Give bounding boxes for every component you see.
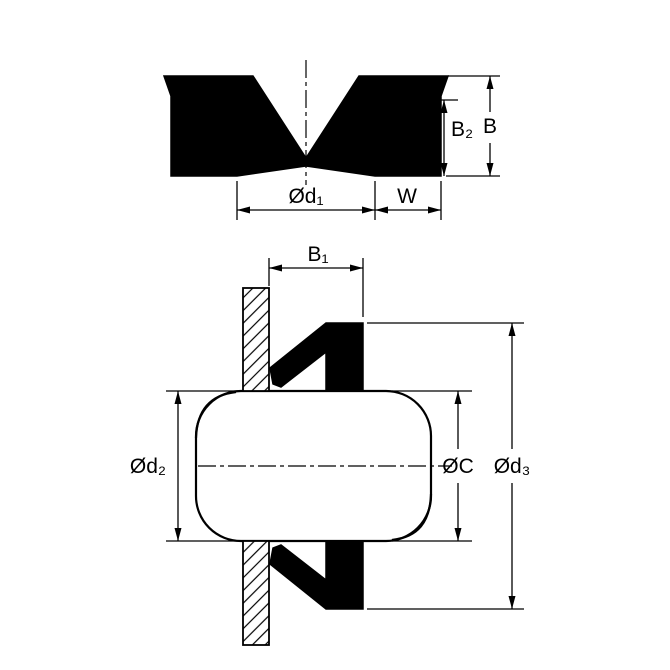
- dim-label-b1: B₁: [307, 243, 328, 266]
- dim-label-b2: B₂: [451, 118, 473, 141]
- dim-label-d2: Ød₂: [130, 455, 166, 478]
- seal-installed-upper: [269, 322, 364, 392]
- dim-label-b: B: [483, 115, 497, 138]
- installed-view: B₁ Ød₂ ØC Ød₃: [130, 243, 531, 646]
- arrowhead: [486, 76, 494, 89]
- dim-label-w: W: [397, 185, 417, 208]
- arrowhead: [350, 264, 363, 272]
- arrowhead: [454, 391, 462, 404]
- shaft-end-arc-right: [391, 493, 433, 542]
- shaft-end-arc-left: [194, 390, 237, 439]
- arrowhead: [508, 596, 516, 609]
- seal-section-right: [305, 75, 450, 177]
- housing-wall-upper: [242, 287, 270, 392]
- housing-wall-lower: [242, 540, 270, 646]
- arrowhead: [237, 206, 250, 214]
- arrowhead: [454, 528, 462, 541]
- seal-installed-lower: [269, 540, 364, 610]
- arrowhead: [269, 264, 282, 272]
- free-state-view: B₂ B Ød₁ W: [162, 60, 500, 220]
- arrowhead: [174, 391, 182, 404]
- arrowhead: [362, 206, 375, 214]
- arrowhead: [486, 163, 494, 176]
- arrowhead: [440, 100, 448, 113]
- arrowhead: [428, 206, 441, 214]
- arrowhead: [174, 528, 182, 541]
- arrowhead: [508, 323, 516, 336]
- seal-section-left: [162, 75, 307, 177]
- dim-label-d3: Ød₃: [494, 455, 531, 478]
- arrowhead: [440, 163, 448, 176]
- dim-label-d1: Ød₁: [288, 185, 323, 208]
- arrowhead: [375, 206, 388, 214]
- dim-label-c: ØC: [442, 455, 474, 478]
